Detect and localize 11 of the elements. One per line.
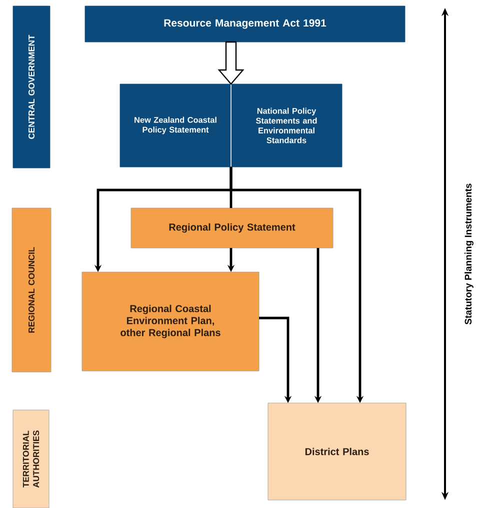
level-band: CENTRAL GOVERNMENT [12,6,50,168]
act-box: Resource Management Act 1991 [84,6,406,42]
level-band: TERRITORIAL AUTHORITIES [12,410,50,508]
hollow-arrow [218,41,244,85]
policy-box: New Zealand Coastal Policy Statement [120,84,232,168]
policy-box: Regional Policy Statement [130,208,334,248]
level-band: REGIONAL COUNCIL [12,208,52,372]
plan-box: Regional Coastal Environment Plan, other Regional Plans [82,272,260,372]
axis-label: Statutory Planning Instruments [464,184,474,324]
plan-box: District Plans [268,402,406,500]
policy-box: National Policy Statements and Environmental Standards [230,84,342,168]
